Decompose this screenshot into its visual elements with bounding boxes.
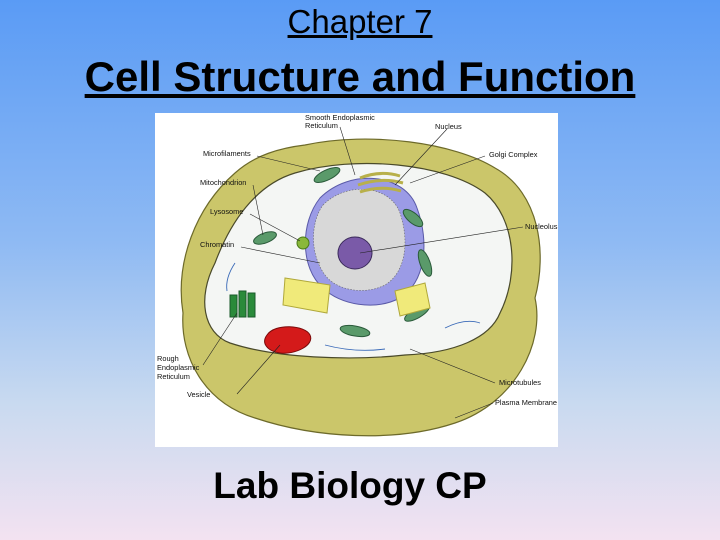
- label-golgi: Golgi Complex: [489, 150, 538, 159]
- nucleolus: [338, 237, 372, 269]
- label-microtubules: Microtubules: [499, 378, 541, 387]
- label-smooth-er-2: Reticulum: [305, 121, 338, 130]
- label-rough-er-3: Reticulum: [157, 372, 190, 381]
- rough-er: [230, 291, 255, 317]
- label-nucleolus: Nucleolus: [525, 222, 558, 231]
- label-chromatin: Chromatin: [200, 240, 234, 249]
- label-vesicle: Vesicle: [187, 390, 210, 399]
- label-mitochondrion: Mitochondrion: [200, 178, 246, 187]
- label-nucleus: Nucleus: [435, 122, 462, 131]
- label-rough-er-2: Endoplasmic: [157, 363, 200, 372]
- label-plasma-membrane: Plasma Membrane: [495, 398, 557, 407]
- slide-title: Cell Structure and Function: [0, 50, 720, 104]
- label-microfilaments: Microfilaments: [203, 149, 251, 158]
- chapter-heading: Chapter 7: [0, 2, 720, 42]
- label-rough-er-1: Rough: [157, 354, 179, 363]
- footer-text: Lab Biology CP: [0, 462, 700, 510]
- label-lysosome: Lysosome: [210, 207, 243, 216]
- cell-diagram: Smooth Endoplasmic Reticulum Nucleus Mic…: [155, 113, 558, 447]
- lysosome: [297, 237, 309, 249]
